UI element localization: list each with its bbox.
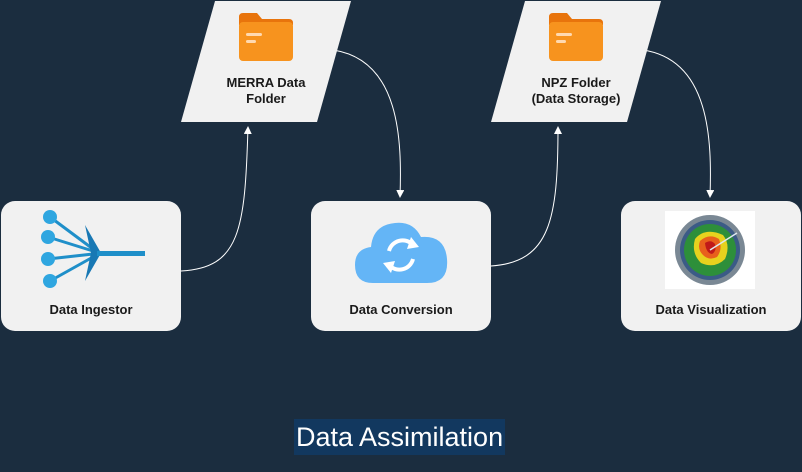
data-ingestor-label: Data Ingestor — [49, 302, 133, 317]
edge-ingestor-to-merra — [180, 126, 252, 272]
merra-folder-shape — [181, 1, 351, 122]
edge-conversion-to-npz — [490, 126, 562, 267]
npz-folder-shape — [491, 1, 661, 122]
folder-icon — [237, 9, 295, 66]
data-conversion-node[interactable]: Data Conversion — [311, 201, 491, 331]
data-ingestion-funnel-icon — [35, 209, 147, 298]
weather-radar-icon — [665, 211, 755, 294]
merra-folder-label: MERRA Data Folder — [226, 75, 306, 106]
data-visualization-node[interactable]: Data Visualization — [621, 201, 801, 331]
data-ingestor-node[interactable]: Data Ingestor — [1, 201, 181, 331]
diagram-title: Data Assimilation — [294, 419, 506, 455]
npz-folder-label: NPZ Folder (Data Storage) — [531, 75, 621, 106]
folder-icon — [547, 9, 605, 66]
merra-folder-node[interactable]: MERRA Data Folder — [181, 1, 351, 122]
edge-merra-to-conversion — [332, 49, 405, 198]
npz-folder-node[interactable]: NPZ Folder (Data Storage) — [491, 1, 661, 122]
edge-npz-to-visualization — [642, 49, 715, 198]
cloud-sync-icon — [351, 213, 451, 294]
data-conversion-label: Data Conversion — [349, 302, 453, 317]
data-visualization-label: Data Visualization — [655, 302, 767, 317]
